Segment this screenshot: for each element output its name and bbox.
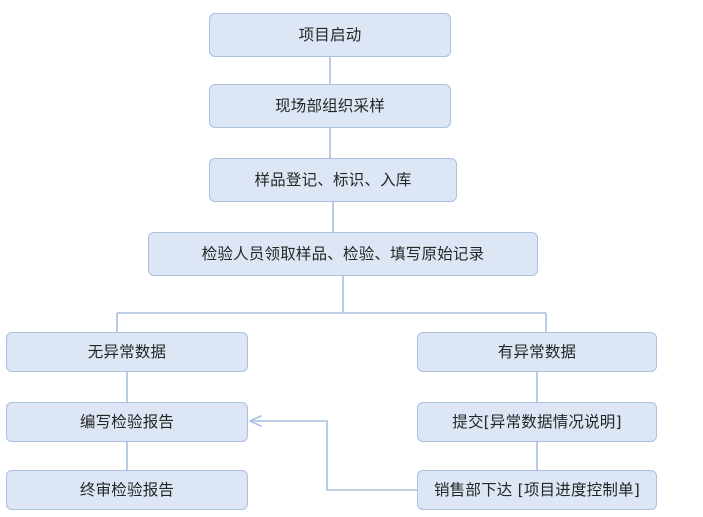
node-sampling[interactable]: 现场部组织采样	[209, 84, 451, 128]
node-registration-label: 样品登记、标识、入库	[254, 170, 412, 189]
connector-salesorder-feedback	[250, 420, 417, 491]
arrowhead-left-icon	[249, 415, 262, 427]
node-start[interactable]: 项目启动	[209, 13, 451, 57]
node-no-anomaly[interactable]: 无异常数据	[6, 332, 248, 372]
node-sampling-label: 现场部组织采样	[275, 96, 385, 115]
node-submit-anomaly[interactable]: 提交[异常数据情况说明]	[417, 402, 657, 442]
node-registration[interactable]: 样品登记、标识、入库	[209, 158, 457, 202]
node-start-label: 项目启动	[298, 25, 362, 44]
node-submit-anomaly-label: 提交[异常数据情况说明]	[452, 412, 622, 431]
node-inspection-label: 检验人员领取样品、检验、填写原始记录	[201, 244, 485, 263]
node-sales-order[interactable]: 销售部下达 [项目进度控制单]	[417, 470, 657, 510]
node-no-anomaly-label: 无异常数据	[87, 342, 167, 361]
node-inspection[interactable]: 检验人员领取样品、检验、填写原始记录	[148, 232, 538, 276]
node-has-anomaly-label: 有异常数据	[497, 342, 577, 361]
node-final-report-label: 终审检验报告	[79, 480, 175, 499]
node-write-report[interactable]: 编写检验报告	[6, 402, 248, 442]
node-write-report-label: 编写检验报告	[79, 412, 175, 431]
node-sales-order-label: 销售部下达 [项目进度控制单]	[433, 480, 641, 499]
node-final-report[interactable]: 终审检验报告	[6, 470, 248, 510]
node-has-anomaly[interactable]: 有异常数据	[417, 332, 657, 372]
